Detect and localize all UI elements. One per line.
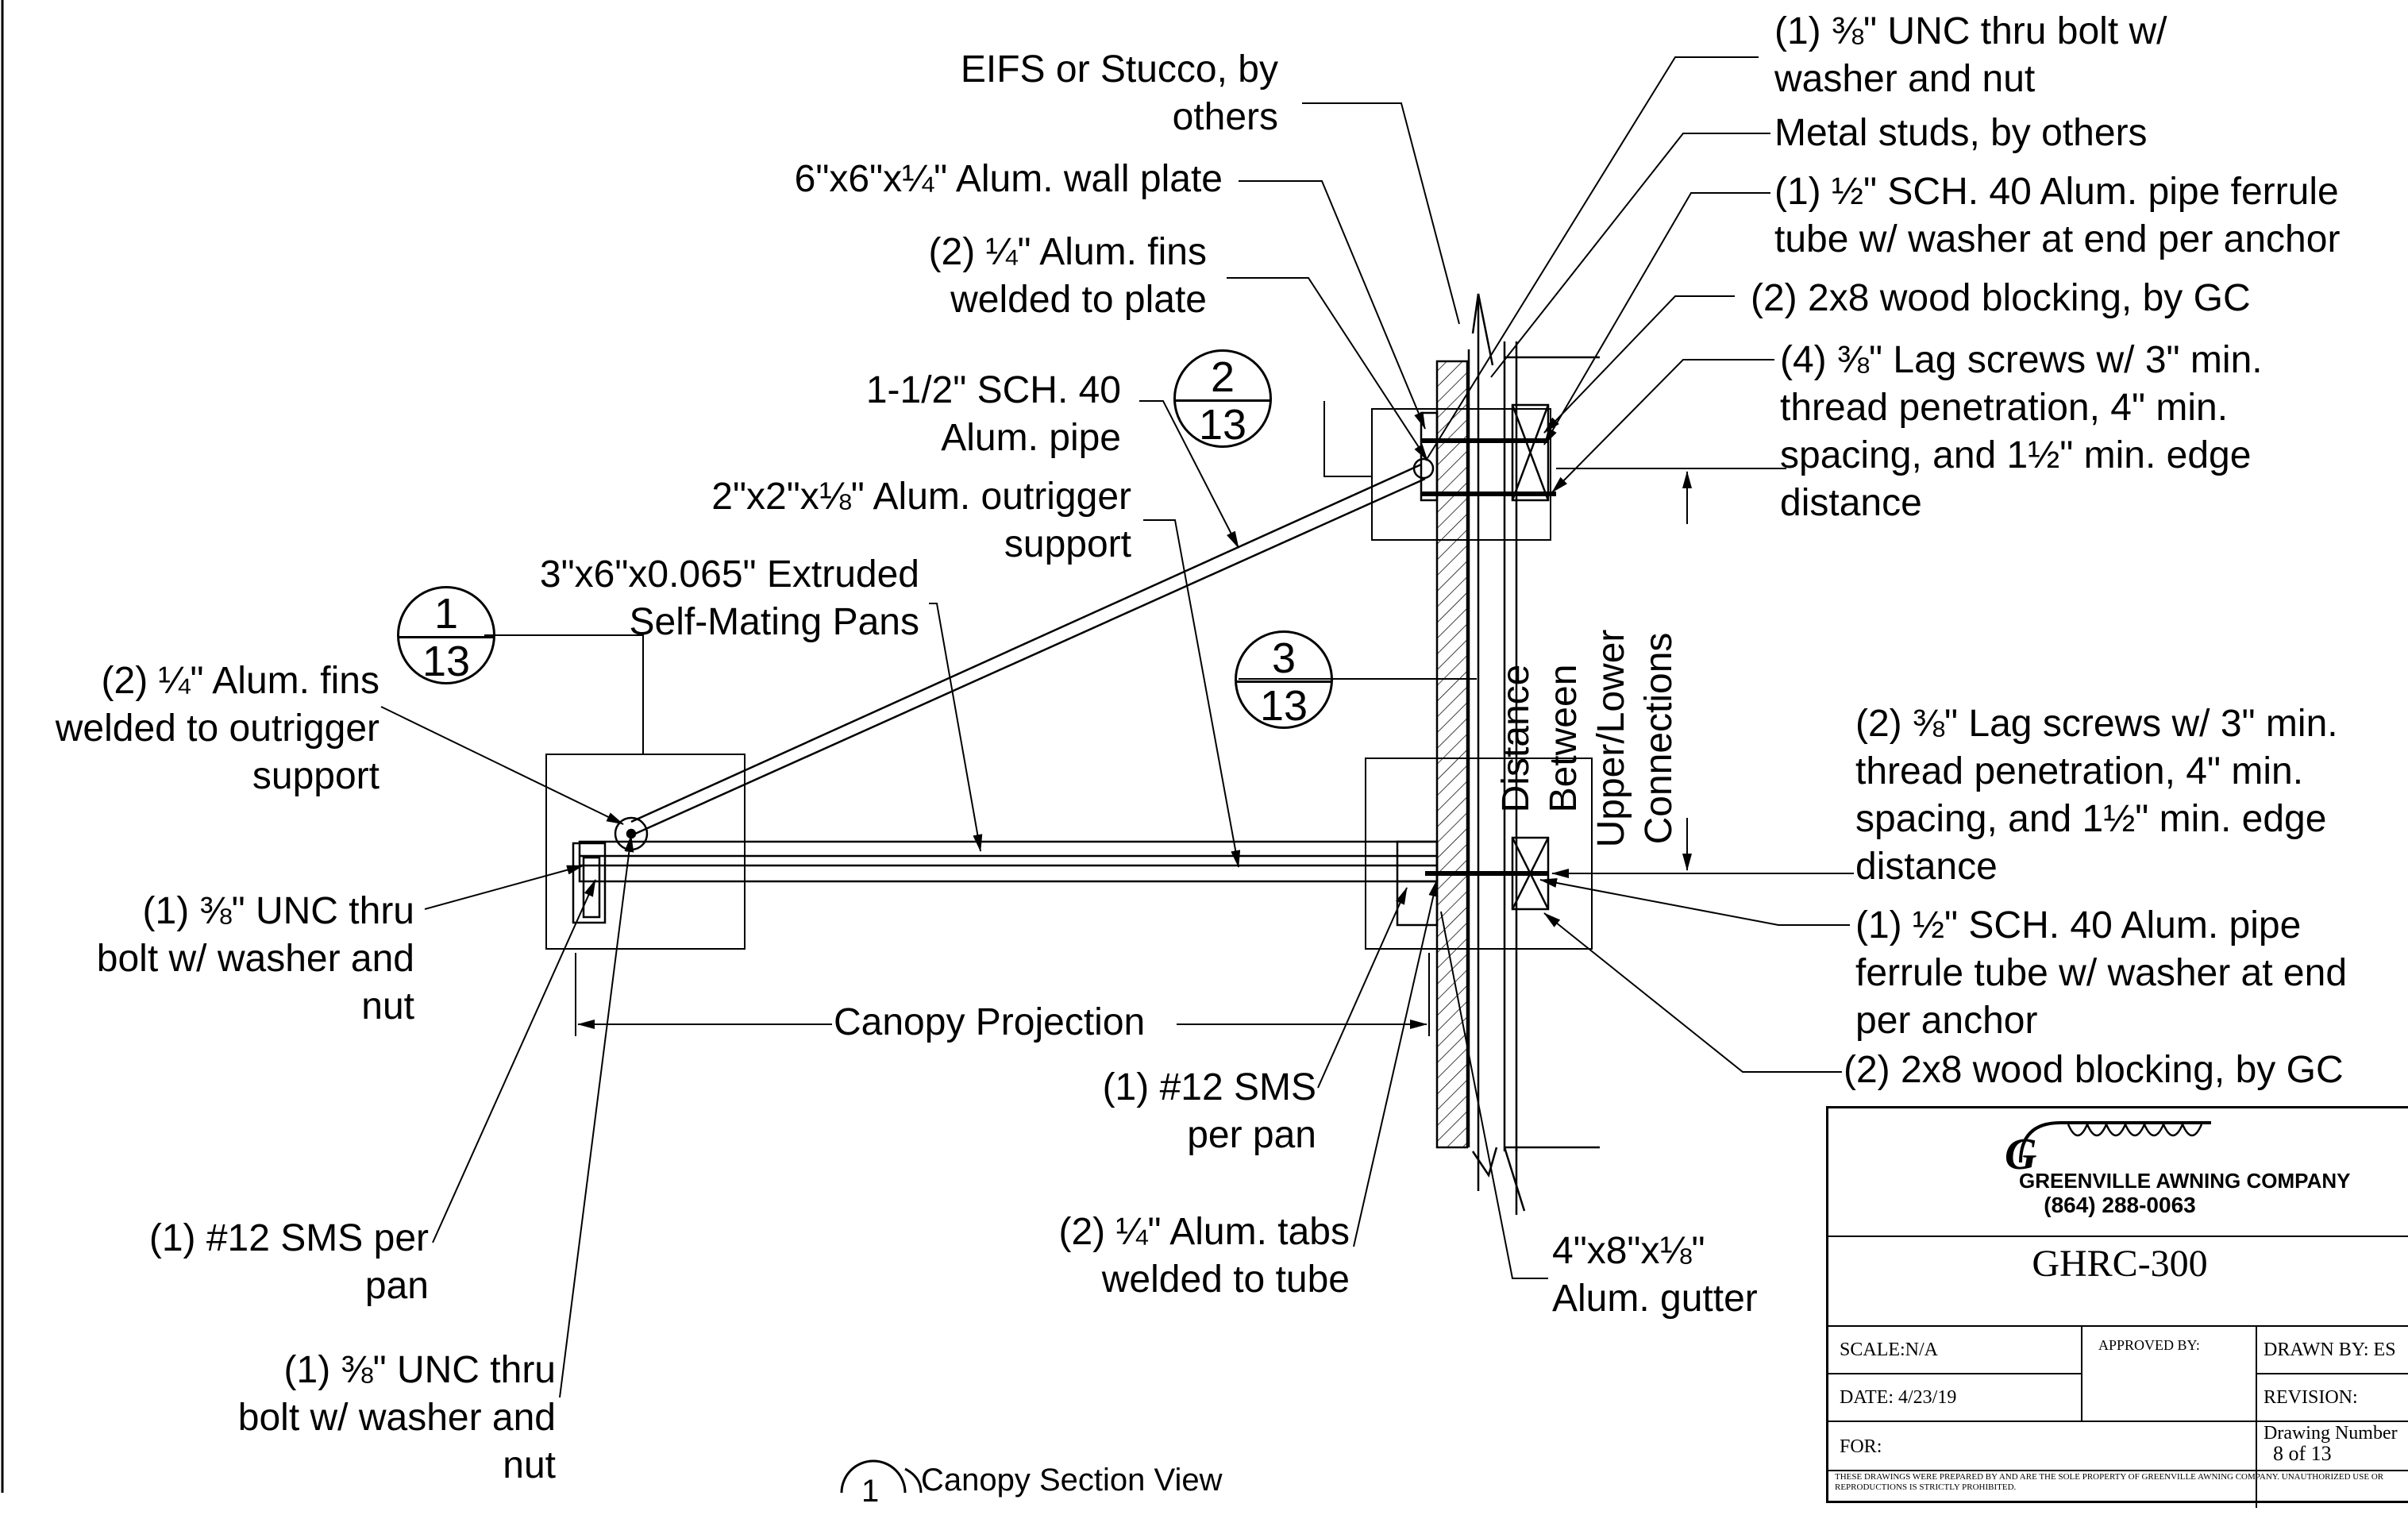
callout-2-number: 2 [1210,353,1235,401]
label-lag-top: (4) ⅜" Lag screws w/ 3" min.thread penet… [1780,339,2263,524]
label-gutter: 4"x8"x⅛"Alum. gutter [1552,1230,1758,1320]
leader-lines [380,56,1854,1398]
canopy-pans [578,840,1439,883]
view-title-number: 1 [861,1474,880,1509]
upper-wood-blocking [1511,403,1550,502]
scale-field: SCALE:N/A [1840,1340,1939,1360]
drawn-by-field: DRAWN BY: ES [2264,1340,2396,1360]
awning-logo-icon: G [2005,1121,2211,1170]
label-bolt-top: (1) ⅜" UNC thru bolt w/washer and nut [1774,10,2167,100]
drawing-number: 8 of 13 [2273,1442,2332,1465]
stucco-layer [1435,360,1469,1149]
approved-by-field: APPROVED BY: [2098,1337,2200,1353]
upper-pipe-end [1412,457,1435,480]
detail-box-2 [1371,408,1551,541]
wall-assembly [1412,293,1600,1215]
detail-box-1 [545,754,746,950]
callout-1-sheet: 13 [422,638,471,685]
label-blocking-bottom: (2) 2x8 wood blocking, by GC [1844,1049,2344,1091]
company-logo: G GREENVILLE AWNING COMPANY (864) 288-00… [1828,1115,2408,1220]
front-tube [572,842,607,924]
date-field: DATE: 4/23/19 [1840,1387,1957,1408]
revision-field: REVISION: [2264,1387,2358,1408]
detail-callout-2[interactable]: 2 13 [1173,349,1272,448]
ownership-notice: THESE DRAWINGS WERE PREPARED BY AND ARE … [1835,1472,2384,1492]
callout-3-sheet: 13 [1259,682,1308,730]
view-title-symbol [840,1459,923,1493]
gutter [1396,840,1439,927]
for-field: FOR: [1840,1436,1882,1457]
company-name: GREENVILLE AWNING COMPANY [2019,1169,2351,1193]
canopy-assembly [572,463,1439,927]
title-block: G GREENVILLE AWNING COMPANY (864) 288-00… [1826,1106,2408,1508]
drawing-number-label: Drawing Number [2264,1423,2398,1444]
label-lag-bottom: (2) ⅜" Lag screws w/ 3" min.thread penet… [1855,703,2338,888]
svg-text:G: G [2005,1130,2036,1170]
callout-3-number: 3 [1271,634,1296,682]
detail-boxes [484,401,1593,950]
label-wall-plate: 6"x6"x¼" Alum. wall plate [794,158,1223,200]
detail-callout-3[interactable]: 3 13 [1235,630,1333,729]
detail-callout-1[interactable]: 1 13 [397,586,495,684]
drawing-code: GHRC-300 [2032,1243,2208,1285]
view-title: Canopy Section View [921,1463,1223,1498]
detail-box-3 [1365,758,1593,950]
label-metal-studs: Metal studs, by others [1774,112,2148,154]
label-blocking-top: (2) 2x8 wood blocking, by GC [1751,277,2251,319]
callout-2-sheet: 13 [1198,401,1247,449]
label-canopy-projection: Canopy Projection [834,1001,1146,1043]
callout-1-number: 1 [433,590,459,638]
company-phone: (864) 288-0063 [2044,1193,2196,1217]
